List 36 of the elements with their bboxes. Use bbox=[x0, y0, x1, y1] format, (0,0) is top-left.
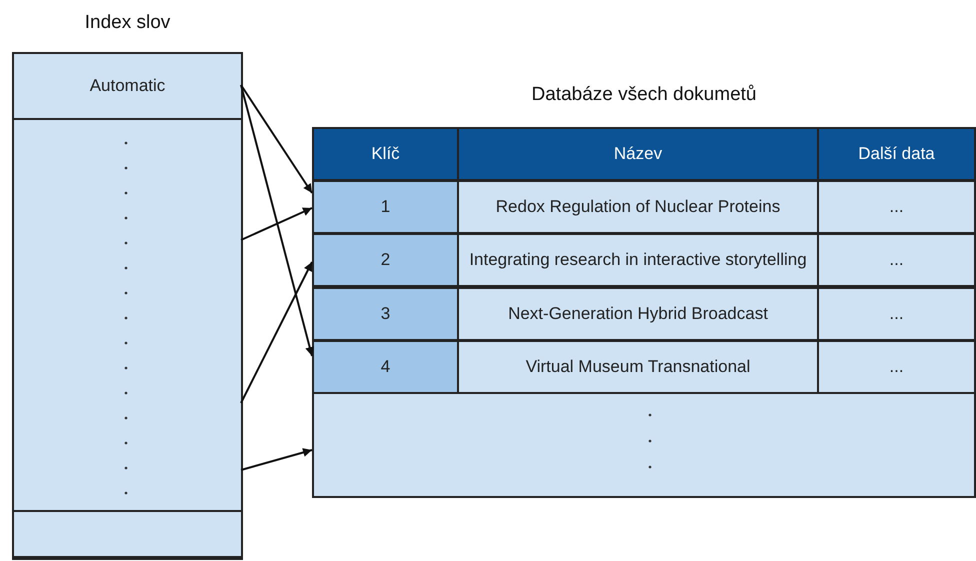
arrow bbox=[240, 207, 312, 241]
cell-text: 1 bbox=[380, 196, 392, 218]
heading: Index slov bbox=[84, 12, 172, 34]
heading: Databáze všech dokumetů bbox=[530, 84, 758, 106]
cell-text: ... bbox=[888, 196, 905, 218]
table-cell bbox=[817, 287, 976, 341]
key-cell bbox=[312, 340, 459, 394]
cell-text: 3 bbox=[380, 302, 392, 325]
cell-text: ... bbox=[888, 356, 905, 378]
column-header: Název bbox=[612, 142, 664, 165]
arrow bbox=[240, 448, 312, 471]
cell-text: ... bbox=[888, 302, 905, 325]
header-cell bbox=[817, 127, 976, 181]
cell-text: 4 bbox=[380, 356, 392, 378]
column-header: Další data bbox=[857, 142, 936, 165]
column-header: Klíč bbox=[370, 142, 401, 165]
arrow bbox=[240, 262, 313, 404]
cell-text: Virtual Museum Transnational bbox=[524, 356, 752, 378]
header-cell bbox=[312, 127, 459, 181]
table-cell bbox=[817, 180, 976, 234]
table-cell bbox=[817, 233, 976, 287]
cell-text: Integrating research in interactive storytelling bbox=[468, 248, 808, 271]
cell-text: 2 bbox=[380, 248, 392, 271]
table-cell bbox=[457, 180, 819, 234]
table-cell bbox=[457, 287, 819, 341]
cell-text: Redox Regulation of Nuclear Proteins bbox=[494, 196, 782, 218]
key-cell bbox=[312, 287, 459, 341]
cell-text: Next-Generation Hybrid Broadcast bbox=[507, 302, 769, 325]
table-cell bbox=[457, 233, 819, 287]
key-cell bbox=[312, 180, 459, 234]
header-cell bbox=[457, 127, 819, 181]
cell-text: ... bbox=[888, 248, 905, 271]
key-cell bbox=[312, 233, 459, 287]
arrow bbox=[240, 84, 314, 356]
cell-text: Automatic bbox=[88, 74, 166, 97]
arrow bbox=[240, 84, 313, 194]
